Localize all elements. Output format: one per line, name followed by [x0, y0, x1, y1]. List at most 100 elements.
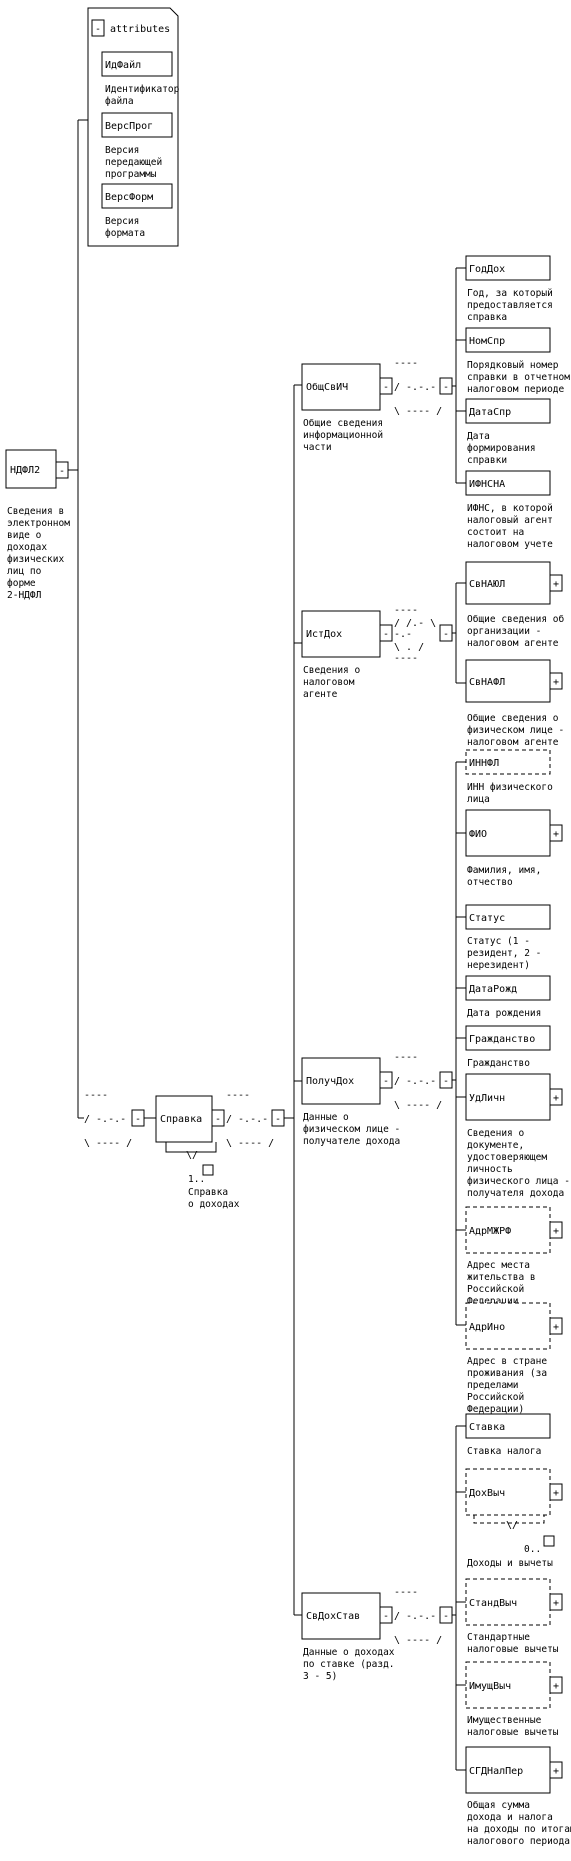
- sequence-compositor: ---- / -.-.- \ \ ---- / -: [226, 1090, 285, 1149]
- svg-text:справки: справки: [467, 455, 507, 466]
- svg-text:ГодДох: ГодДох: [469, 264, 505, 275]
- svg-text:/ /.- \: / /.- \: [394, 618, 436, 629]
- node-svdoh[interactable]: СвДохСтав -: [301, 1592, 393, 1640]
- attributes-panel: - attributes ИдФайл Идентификатор файла …: [87, 7, 180, 247]
- svg-text:файла: файла: [105, 96, 134, 107]
- node-poluch[interactable]: ПолучДох -: [301, 1057, 393, 1105]
- expand-icon: +: [553, 1598, 559, 1609]
- svg-text:3 - 5): 3 - 5): [303, 1671, 337, 1682]
- collapse-icon[interactable]: -: [383, 1611, 389, 1622]
- svg-text:ИНН физического: ИНН физического: [467, 782, 553, 793]
- svg-text:Ставка: Ставка: [469, 1422, 505, 1433]
- attributes-header: attributes: [110, 24, 170, 35]
- child-nomspr[interactable]: НомСпр: [456, 327, 551, 353]
- svg-text:резидент, 2 -: резидент, 2 -: [467, 948, 541, 959]
- svg-text:формирования: формирования: [467, 443, 536, 454]
- svg-text:Федерации: Федерации: [467, 1296, 518, 1307]
- child-datarozhd[interactable]: ДатаРожд: [456, 975, 551, 1001]
- child-innfl[interactable]: ИННФЛ: [456, 749, 551, 775]
- child-dataspr[interactable]: ДатаСпр: [456, 398, 551, 424]
- svg-text:Гражданство: Гражданство: [467, 1058, 530, 1069]
- svg-text:жительства в: жительства в: [467, 1272, 536, 1283]
- svg-text:УдЛичн: УдЛичн: [469, 1093, 505, 1104]
- svg-text:Фамилия, имя,: Фамилия, имя,: [467, 865, 541, 876]
- svg-text:Дата рождения: Дата рождения: [467, 1008, 541, 1019]
- child-godhod[interactable]: ГодДох: [456, 255, 551, 281]
- collapse-icon[interactable]: -: [383, 382, 389, 393]
- svg-text:Общая сумма: Общая сумма: [467, 1800, 530, 1811]
- svg-text:налоговом агенте: налоговом агенте: [467, 737, 559, 748]
- child-status[interactable]: Статус: [456, 904, 551, 930]
- svg-text:СтандВыч: СтандВыч: [469, 1598, 517, 1609]
- svg-text:----: ----: [226, 1090, 250, 1101]
- svg-text:Гражданство: Гражданство: [469, 1034, 535, 1045]
- child-fio[interactable]: ФИО +: [456, 809, 563, 857]
- expand-icon: +: [553, 1488, 559, 1499]
- svg-text:Версия: Версия: [105, 216, 139, 227]
- child-dohvych[interactable]: ДохВыч + \/: [456, 1468, 563, 1531]
- svg-text:Общие сведения: Общие сведения: [303, 418, 383, 429]
- svg-text:-: -: [275, 1114, 281, 1125]
- node-obsch[interactable]: ОбщСвИЧ -: [301, 363, 393, 411]
- node-spravka[interactable]: Справка - \/: [155, 1095, 225, 1161]
- svg-text:/ -.-.- \: / -.-.- \: [84, 1114, 138, 1125]
- svg-text:Ставка налога: Ставка налога: [467, 1446, 541, 1457]
- svg-text:Идентификатор: Идентификатор: [105, 84, 180, 95]
- svg-text:налоговом учете: налоговом учете: [467, 539, 553, 550]
- attribute-item[interactable]: ВерсПрог: [101, 112, 173, 138]
- svg-text:форме: форме: [7, 578, 36, 589]
- svg-text:----: ----: [394, 653, 418, 664]
- svg-text:формата: формата: [105, 228, 145, 239]
- child-svnafl[interactable]: СвНАФЛ +: [456, 659, 563, 703]
- svg-text:Дата: Дата: [467, 431, 490, 442]
- child-svnayul[interactable]: СвНАЮЛ +: [456, 561, 563, 605]
- child-stavka[interactable]: Ставка: [456, 1413, 551, 1439]
- attribute-item[interactable]: ВерсФорм: [101, 183, 173, 209]
- collapse-icon[interactable]: -: [383, 1076, 389, 1087]
- child-ifnsna[interactable]: ИФНСНА: [456, 470, 551, 496]
- svg-text:личность: личность: [467, 1164, 513, 1175]
- svg-text:на доходы по итогам: на доходы по итогам: [467, 1824, 571, 1835]
- collapse-icon[interactable]: -: [95, 24, 101, 35]
- svg-text:пределами: пределами: [467, 1380, 518, 1391]
- svg-text:физических: физических: [7, 554, 64, 565]
- child-standvych[interactable]: СтандВыч +: [456, 1578, 563, 1626]
- svg-text:получателе дохода: получателе дохода: [303, 1136, 400, 1147]
- svg-text:Адрес места: Адрес места: [467, 1260, 530, 1271]
- svg-text:справки в отчетном: справки в отчетном: [467, 372, 570, 383]
- node-root[interactable]: НДФЛ2 -: [5, 449, 69, 489]
- svg-text:информационной: информационной: [303, 430, 383, 441]
- collapse-icon[interactable]: -: [59, 466, 65, 477]
- attribute-item[interactable]: ИдФайл: [101, 51, 173, 77]
- expand-icon: +: [553, 1093, 559, 1104]
- svg-text:ИмущВыч: ИмущВыч: [469, 1681, 511, 1692]
- child-imuschvych[interactable]: ИмущВыч +: [456, 1661, 563, 1709]
- child-sgdnalper[interactable]: СГДНалПер +: [456, 1746, 563, 1794]
- svg-text:Общие сведения об: Общие сведения об: [467, 614, 565, 625]
- child-adrmzhrf[interactable]: АдрМЖРФ +: [456, 1206, 563, 1254]
- svg-text:НомСпр: НомСпр: [469, 336, 505, 347]
- sequence-compositor: ---- / -.-.- \ \ ---- / -: [84, 1090, 145, 1149]
- svg-text:ИФНС, в которой: ИФНС, в которой: [467, 503, 553, 514]
- svg-text:-.-: -.-: [394, 629, 412, 640]
- svg-text:удостоверяющем: удостоверяющем: [467, 1152, 547, 1163]
- svg-text:-: -: [443, 382, 449, 393]
- svg-text:Общие сведения о: Общие сведения о: [467, 713, 559, 724]
- svg-text:2-НДФЛ: 2-НДФЛ: [7, 590, 42, 601]
- child-grazhdanstvo[interactable]: Гражданство: [456, 1025, 551, 1051]
- collapse-icon[interactable]: -: [383, 629, 389, 640]
- svg-text:Год, за который: Год, за который: [467, 288, 553, 299]
- svg-text:ВерсПрог: ВерсПрог: [105, 121, 153, 132]
- node-istdoh[interactable]: ИстДох -: [301, 610, 393, 658]
- child-adrino[interactable]: АдрИно +: [456, 1302, 563, 1350]
- svg-text:состоит на: состоит на: [467, 527, 524, 538]
- svg-text:ФИО: ФИО: [469, 829, 487, 840]
- svg-text:ИННФЛ: ИННФЛ: [469, 758, 499, 769]
- svg-text:Российской: Российской: [467, 1284, 524, 1295]
- collapse-icon[interactable]: -: [215, 1114, 221, 1125]
- svg-text:----: ----: [394, 358, 418, 369]
- svg-text:ДатаРожд: ДатаРожд: [469, 984, 517, 995]
- child-udlichn[interactable]: УдЛичн +: [456, 1073, 563, 1121]
- svg-text:агенте: агенте: [303, 689, 338, 700]
- svg-text:\ ---- /: \ ---- /: [84, 1138, 132, 1149]
